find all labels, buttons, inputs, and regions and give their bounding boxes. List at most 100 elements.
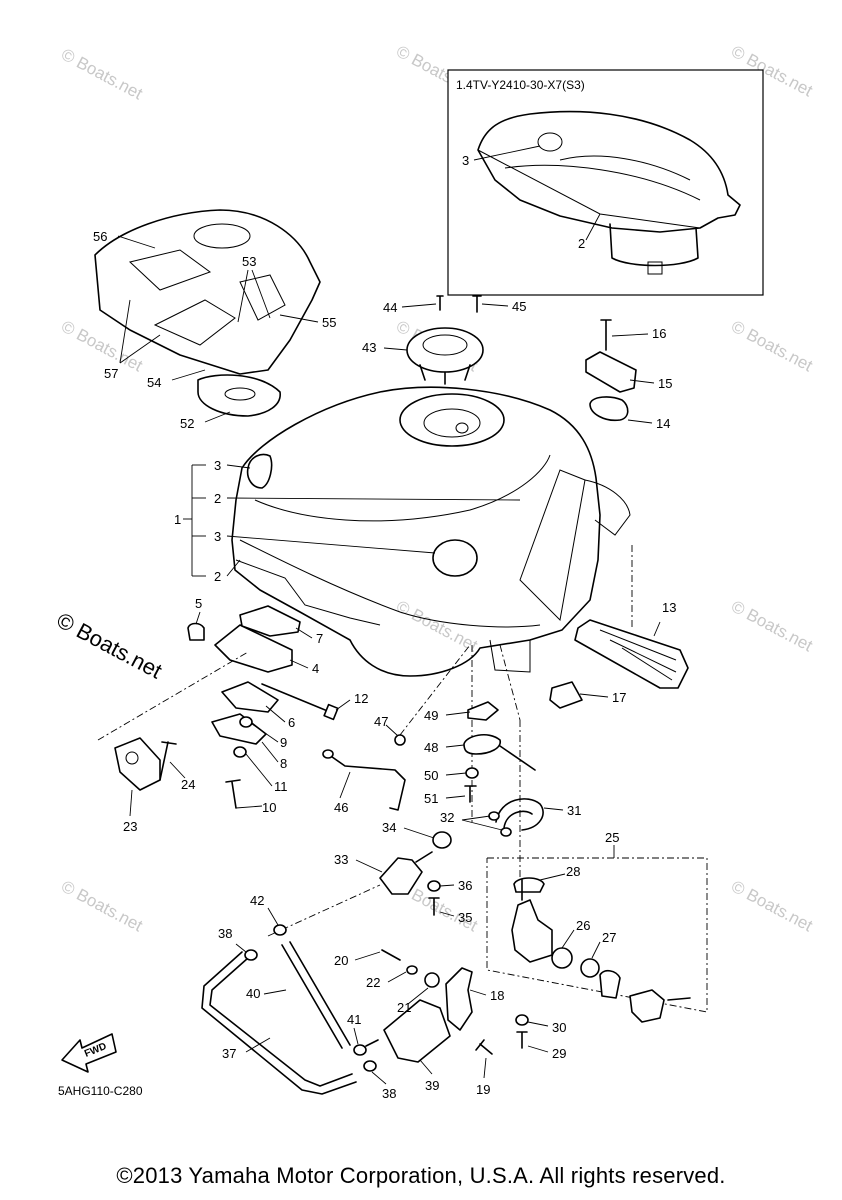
tank-drain-boss	[489, 639, 531, 673]
bolt-24	[159, 741, 177, 781]
rear-bracket-parts: 16 15 14	[585, 319, 672, 431]
tank-side-panel	[519, 469, 586, 622]
callout-36: 36	[458, 878, 472, 893]
leader-line	[481, 303, 509, 307]
fuel-tank-body	[231, 386, 601, 677]
inset-tank-body	[477, 110, 741, 233]
cock-screw	[667, 997, 691, 1001]
callout-12: 12	[354, 691, 368, 706]
leader-line	[627, 419, 653, 424]
callout-53: 53	[242, 254, 256, 269]
callout-2: 2	[214, 491, 221, 506]
tank-trim-line	[235, 559, 381, 626]
callout-31: 31	[567, 803, 581, 818]
callout-1: 1	[174, 512, 181, 527]
callout-4: 4	[312, 661, 319, 676]
callout-42: 42	[250, 893, 264, 908]
leader-line	[226, 497, 521, 501]
inset-panel: 1.4TV-Y2410-30-X7(S3) 3 2	[447, 69, 764, 296]
callout-18: 18	[490, 988, 504, 1003]
callout-7: 7	[316, 631, 323, 646]
callout-22: 22	[366, 975, 380, 990]
leader-line	[483, 1057, 487, 1079]
callout-32: 32	[440, 810, 454, 825]
callout-16: 16	[652, 326, 666, 341]
callout-51: 51	[424, 791, 438, 806]
leader-line	[385, 724, 399, 737]
plate-48	[463, 733, 501, 755]
clamp-32	[500, 827, 512, 837]
callout-40: 40	[246, 986, 260, 1001]
callout-10: 10	[262, 800, 276, 815]
fuel-cock-assembly: 25 28 26 27 30 29	[486, 830, 708, 1061]
callout-21: 21	[397, 1000, 411, 1015]
dashed-group-box	[486, 857, 708, 1013]
callout-29: 29	[552, 1046, 566, 1061]
fuel-filter-33	[379, 857, 423, 895]
hose-46-end	[322, 749, 334, 759]
callout-47: 47	[374, 714, 388, 729]
fuel-pump-39	[383, 999, 451, 1063]
callout-8: 8	[280, 756, 287, 771]
leader-line	[461, 815, 491, 821]
inset-border	[447, 69, 764, 296]
callout-38: 38	[382, 1086, 396, 1101]
callout-38: 38	[218, 926, 232, 941]
washer-50	[465, 767, 479, 779]
bolt-35	[428, 897, 440, 916]
cover-pad-52	[197, 374, 281, 417]
callout-50: 50	[424, 768, 438, 783]
callout-2: 2	[214, 569, 221, 584]
inset-emblem	[537, 132, 563, 152]
leader-line	[401, 303, 437, 308]
plate-7	[239, 605, 301, 637]
clamp-32	[488, 811, 500, 821]
leader-line	[407, 987, 429, 1005]
callout-11: 11	[274, 779, 288, 794]
holder-34	[432, 831, 452, 849]
callout-28: 28	[566, 864, 580, 879]
bolt-19	[475, 1039, 493, 1055]
bracket-4	[214, 624, 293, 673]
plate-8	[211, 713, 267, 745]
fwd-indicator: FWD	[61, 1033, 117, 1073]
bracket-18	[445, 967, 473, 1031]
callout-55: 55	[322, 315, 336, 330]
callout-25: 25	[605, 830, 619, 845]
callout-56: 56	[93, 229, 107, 244]
bolt-10	[225, 779, 241, 809]
leader-line	[561, 929, 575, 949]
leader-line	[461, 819, 503, 831]
bolt-51	[464, 785, 477, 803]
leader-line	[355, 859, 383, 873]
inset-callout-3: 3	[462, 153, 469, 168]
leader-line	[445, 795, 466, 799]
leader-line	[585, 213, 601, 241]
watermark-text: © Boats.net	[728, 877, 816, 936]
leader-line	[611, 333, 649, 337]
plate-6	[221, 681, 279, 713]
pad-hole	[224, 387, 256, 401]
dashed-guide	[399, 644, 471, 736]
bracket-15	[585, 351, 637, 393]
leader-line	[387, 971, 407, 983]
copyright-notice: ©2013 Yamaha Motor Corporation, U.S.A. A…	[116, 1163, 726, 1188]
callout-46: 46	[334, 800, 348, 815]
pipe-48	[499, 745, 536, 771]
rubber-17	[549, 681, 583, 709]
breather-hose-parts: 47 46	[322, 644, 471, 815]
leader-line	[579, 693, 609, 698]
lever-shaft	[599, 969, 621, 999]
callout-5: 5	[195, 596, 202, 611]
callout-19: 19	[476, 1082, 490, 1097]
callout-43: 43	[362, 340, 376, 355]
leader-line	[295, 627, 313, 639]
callout-35: 35	[458, 910, 472, 925]
leader-line	[237, 269, 249, 323]
cover-cap-opening	[193, 223, 251, 249]
leader-line	[263, 989, 287, 995]
watermark-text: © Boats.net	[728, 597, 816, 656]
callout-3: 3	[214, 458, 221, 473]
leader-line	[629, 379, 655, 384]
leader-line	[119, 299, 131, 364]
